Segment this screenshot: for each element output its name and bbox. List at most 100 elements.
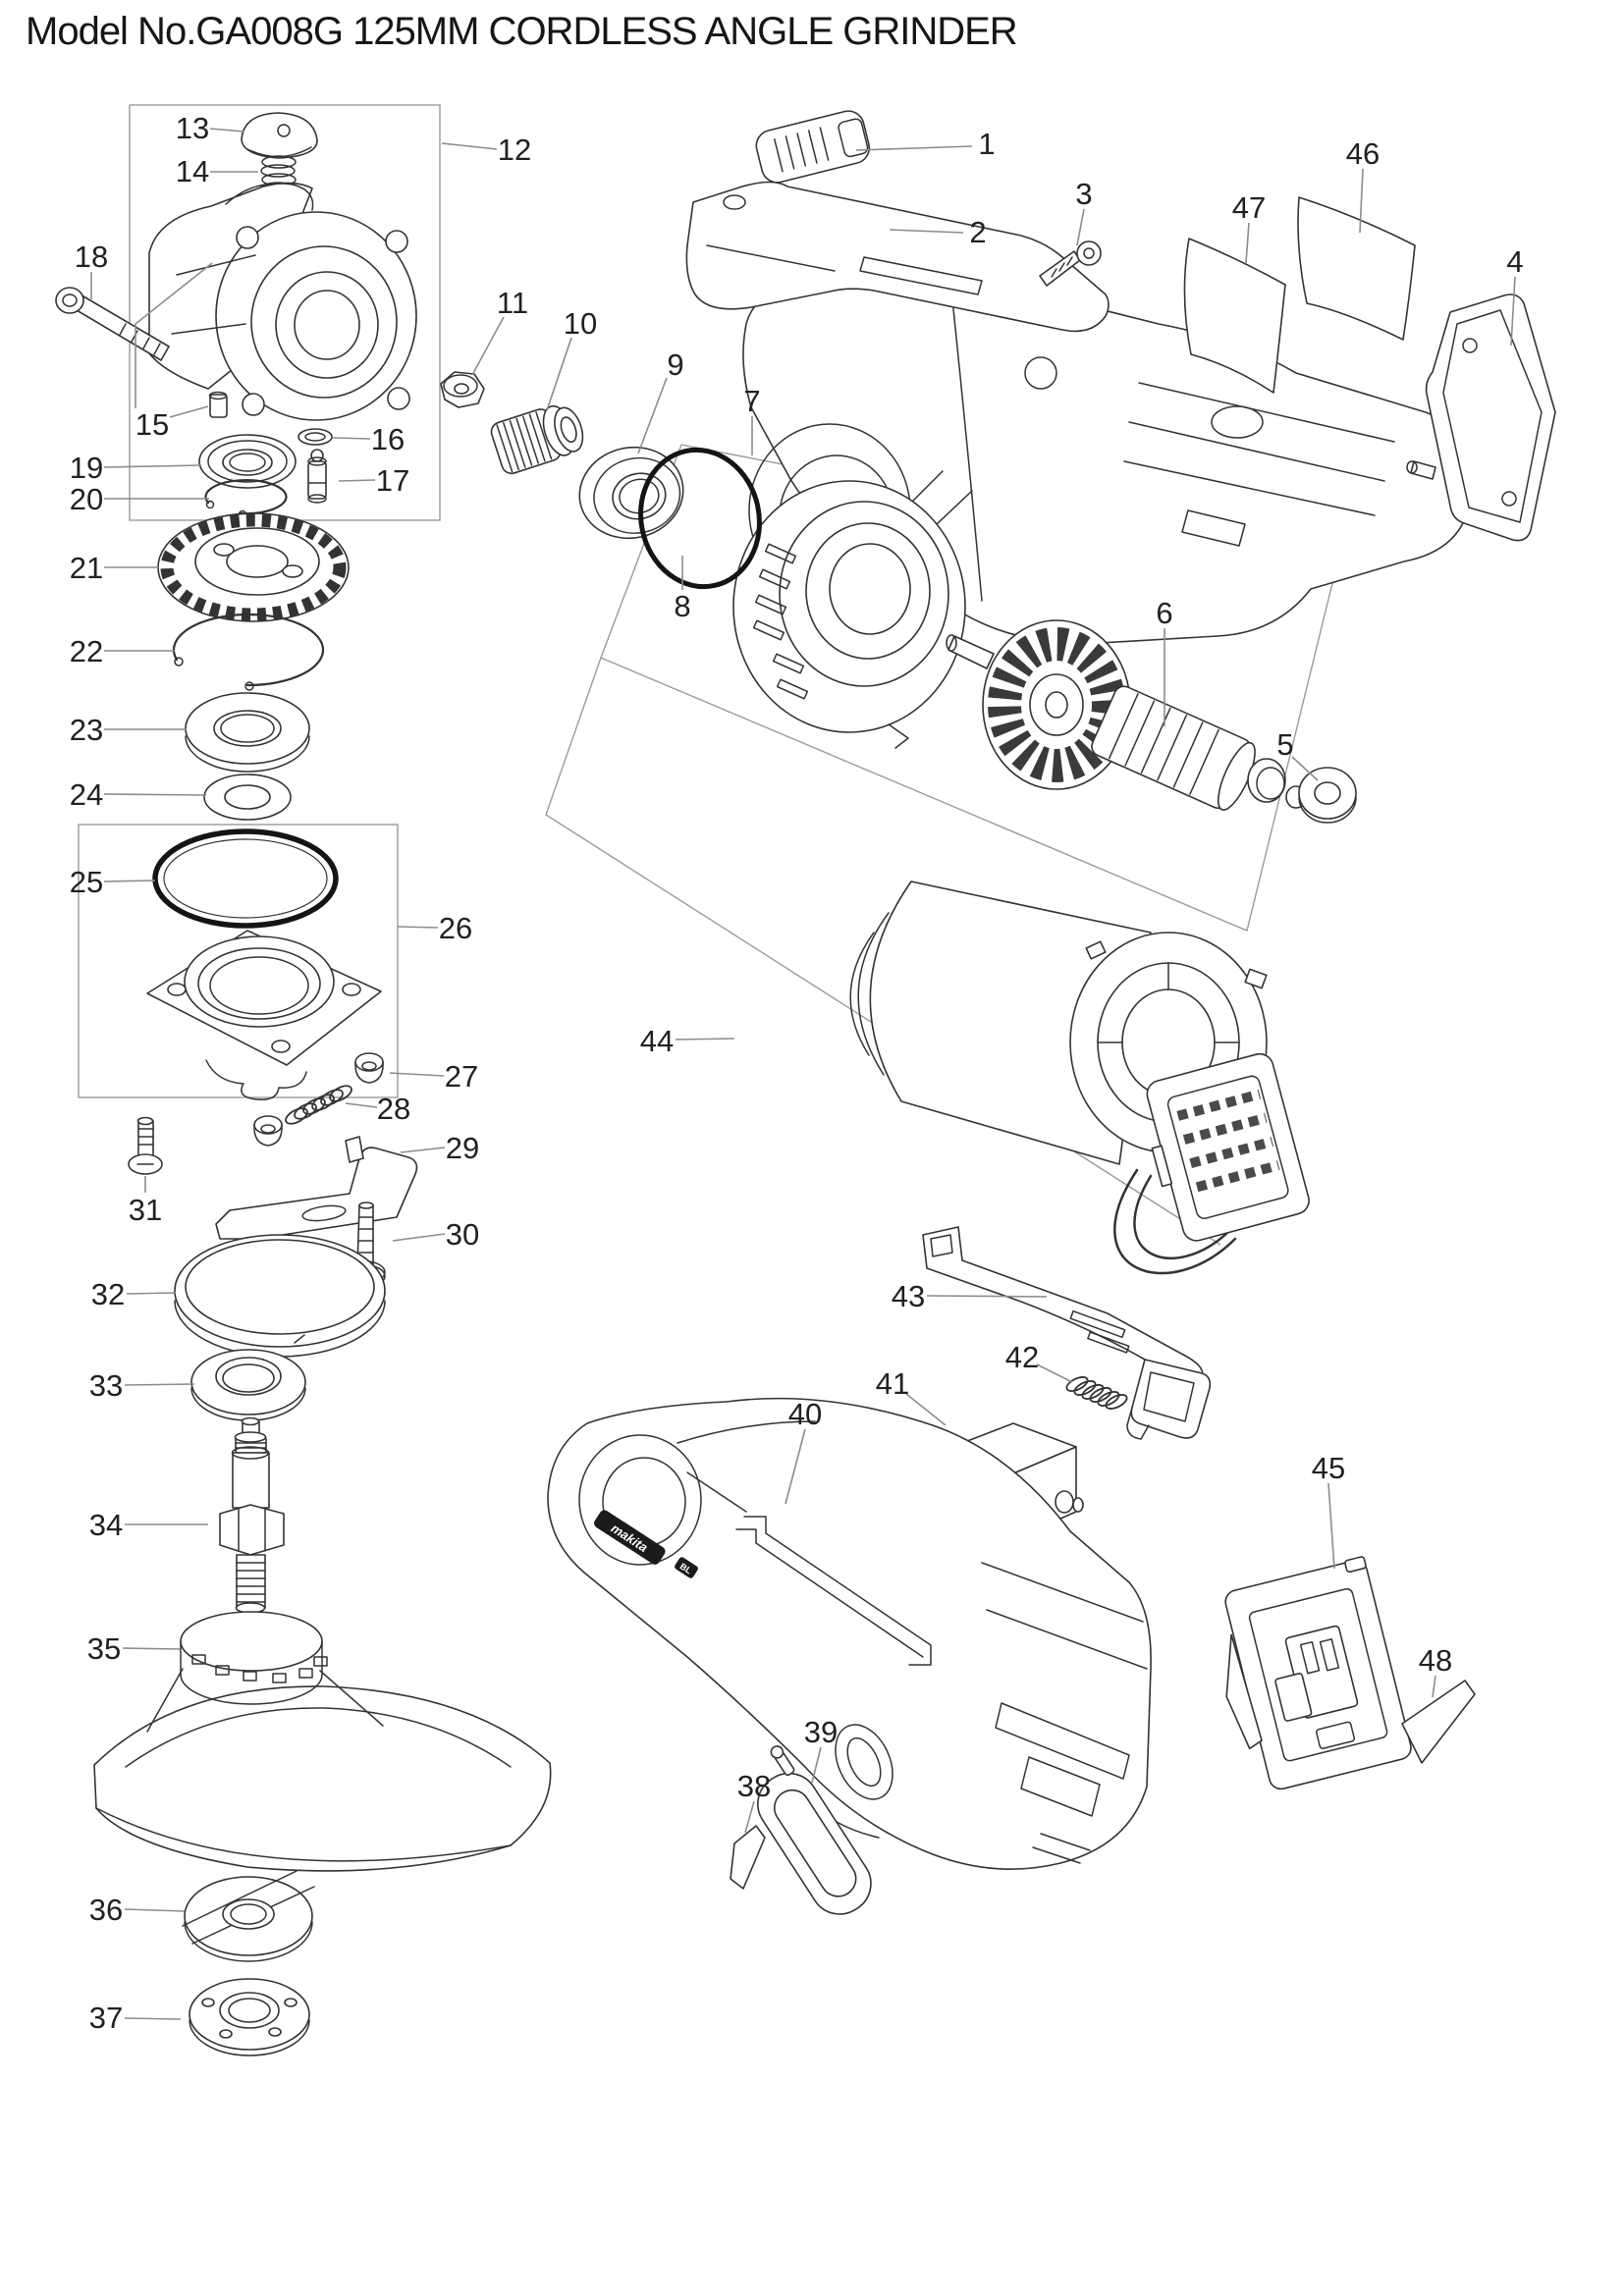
part-label-46: 46 [1346, 136, 1380, 171]
part-label-45: 45 [1312, 1451, 1345, 1485]
part-label-25: 25 [70, 865, 103, 899]
part-label-3: 3 [1075, 177, 1092, 211]
part-label-13: 13 [176, 111, 209, 145]
leader-line-10 [546, 337, 572, 411]
part-label-37: 37 [89, 2001, 123, 2035]
part-17-drawing [307, 449, 327, 504]
part-label-15: 15 [135, 407, 169, 442]
part-3-drawing [1039, 240, 1102, 287]
part-label-10: 10 [564, 306, 597, 341]
leader-line-16 [332, 437, 371, 440]
part-16-drawing [298, 428, 333, 446]
part-label-8: 8 [674, 589, 690, 623]
leader-line-39 [811, 1746, 822, 1784]
part-24-drawing [203, 774, 292, 821]
part-43-drawing [922, 1226, 1212, 1440]
part-8-drawing [638, 447, 762, 590]
part-label-27: 27 [445, 1059, 478, 1094]
part-label-28: 28 [377, 1092, 410, 1126]
part-label-39: 39 [804, 1715, 838, 1749]
part-label-41: 41 [876, 1366, 909, 1401]
part-40-housing-drawing: makita BL [547, 1397, 1152, 1870]
part-label-42: 42 [1005, 1340, 1039, 1374]
page-title: Model No.GA008G 125MM CORDLESS ANGLE GRI… [26, 10, 1018, 53]
leader-line-33 [124, 1383, 195, 1386]
leader-line-19 [103, 464, 202, 468]
part-label-14: 14 [176, 154, 209, 188]
part-label-16: 16 [371, 422, 405, 456]
part-44-stator-drawing [849, 881, 1310, 1275]
part-label-12: 12 [498, 133, 531, 167]
part-18-drawing [55, 287, 170, 361]
part-37-drawing [189, 1978, 310, 2056]
part-36-drawing [182, 1870, 315, 1962]
part-42-drawing [1065, 1376, 1128, 1410]
part-label-22: 22 [70, 634, 103, 668]
part-label-17: 17 [376, 463, 409, 498]
leader-line-4 [1510, 276, 1516, 347]
part-7-bearing-retainer-drawing [732, 480, 966, 749]
part-6-armature-drawing [946, 619, 1317, 813]
part-25-drawing [152, 828, 339, 929]
part-label-47: 47 [1232, 190, 1266, 225]
leader-line-41 [905, 1393, 947, 1426]
part-label-23: 23 [70, 713, 103, 747]
part-32-drawing [174, 1234, 386, 1358]
part-label-1: 1 [978, 127, 995, 161]
part-label-20: 20 [70, 482, 103, 516]
part-label-21: 21 [70, 551, 103, 585]
leader-line-35 [122, 1647, 181, 1650]
leader-line-46 [1359, 168, 1364, 234]
part-29-drawing [215, 1136, 418, 1240]
part-35-drawing [93, 1611, 552, 1872]
part-label-6: 6 [1156, 596, 1172, 630]
leader-line-45 [1327, 1482, 1335, 1570]
leader-line-30 [392, 1233, 446, 1242]
leader-lines [90, 128, 1516, 2020]
part-10-drawing [490, 404, 584, 475]
leader-line-3 [1076, 208, 1085, 246]
part-label-48: 48 [1419, 1643, 1452, 1678]
leader-line-17 [338, 479, 376, 482]
part-label-44: 44 [640, 1024, 674, 1058]
part-label-40: 40 [788, 1397, 822, 1431]
leader-line-2 [889, 229, 964, 234]
part-label-26: 26 [439, 911, 472, 945]
part-39-drawing [757, 1745, 872, 1915]
extra-leader-0 [135, 262, 213, 408]
leader-line-37 [124, 2017, 182, 2020]
leader-line-38 [744, 1800, 755, 1834]
leader-line-13 [209, 128, 245, 133]
part-47-drawing [1183, 238, 1286, 394]
leader-line-42 [1036, 1363, 1073, 1383]
leader-line-12 [441, 142, 498, 150]
leader-line-32 [126, 1292, 177, 1295]
part-19-drawing [198, 434, 297, 489]
part-13-drawing [241, 112, 318, 159]
leader-line-11 [471, 316, 505, 376]
part-5-drawing [1298, 767, 1357, 824]
part-21-drawing [157, 512, 350, 622]
part-label-11: 11 [497, 286, 528, 320]
part-38-drawing [730, 1825, 766, 1890]
part-1-drawing [755, 110, 871, 184]
part-15-drawing [208, 391, 228, 418]
part-27-drawing [253, 1052, 384, 1147]
leader-line-9 [637, 377, 668, 454]
leader-line-15 [169, 405, 209, 418]
part-label-35: 35 [87, 1631, 121, 1666]
leader-line-5 [1291, 756, 1319, 781]
part-label-24: 24 [70, 777, 103, 812]
part-label-33: 33 [89, 1368, 123, 1403]
part-label-31: 31 [129, 1193, 162, 1227]
part-label-38: 38 [737, 1769, 771, 1803]
leader-line-48 [1432, 1675, 1436, 1698]
part-2-drawing [685, 181, 1110, 333]
part-45-drawing [1224, 1556, 1412, 1790]
leader-line-24 [103, 793, 207, 796]
part-28-drawing [285, 1085, 352, 1125]
leader-line-47 [1245, 222, 1250, 264]
leader-line-43 [926, 1295, 1048, 1298]
